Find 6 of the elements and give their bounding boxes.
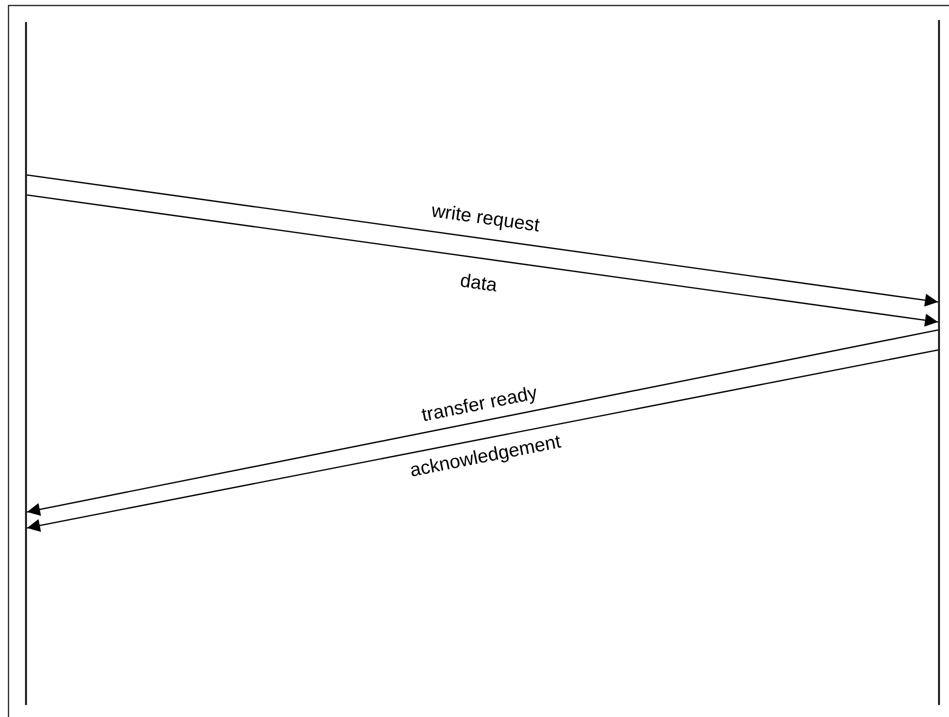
lifeline-bar <box>938 20 940 705</box>
arrow <box>26 329 938 516</box>
arrow <box>26 194 938 327</box>
lifeline-bar <box>25 22 27 705</box>
arrow <box>26 349 938 532</box>
arrow <box>26 174 938 307</box>
